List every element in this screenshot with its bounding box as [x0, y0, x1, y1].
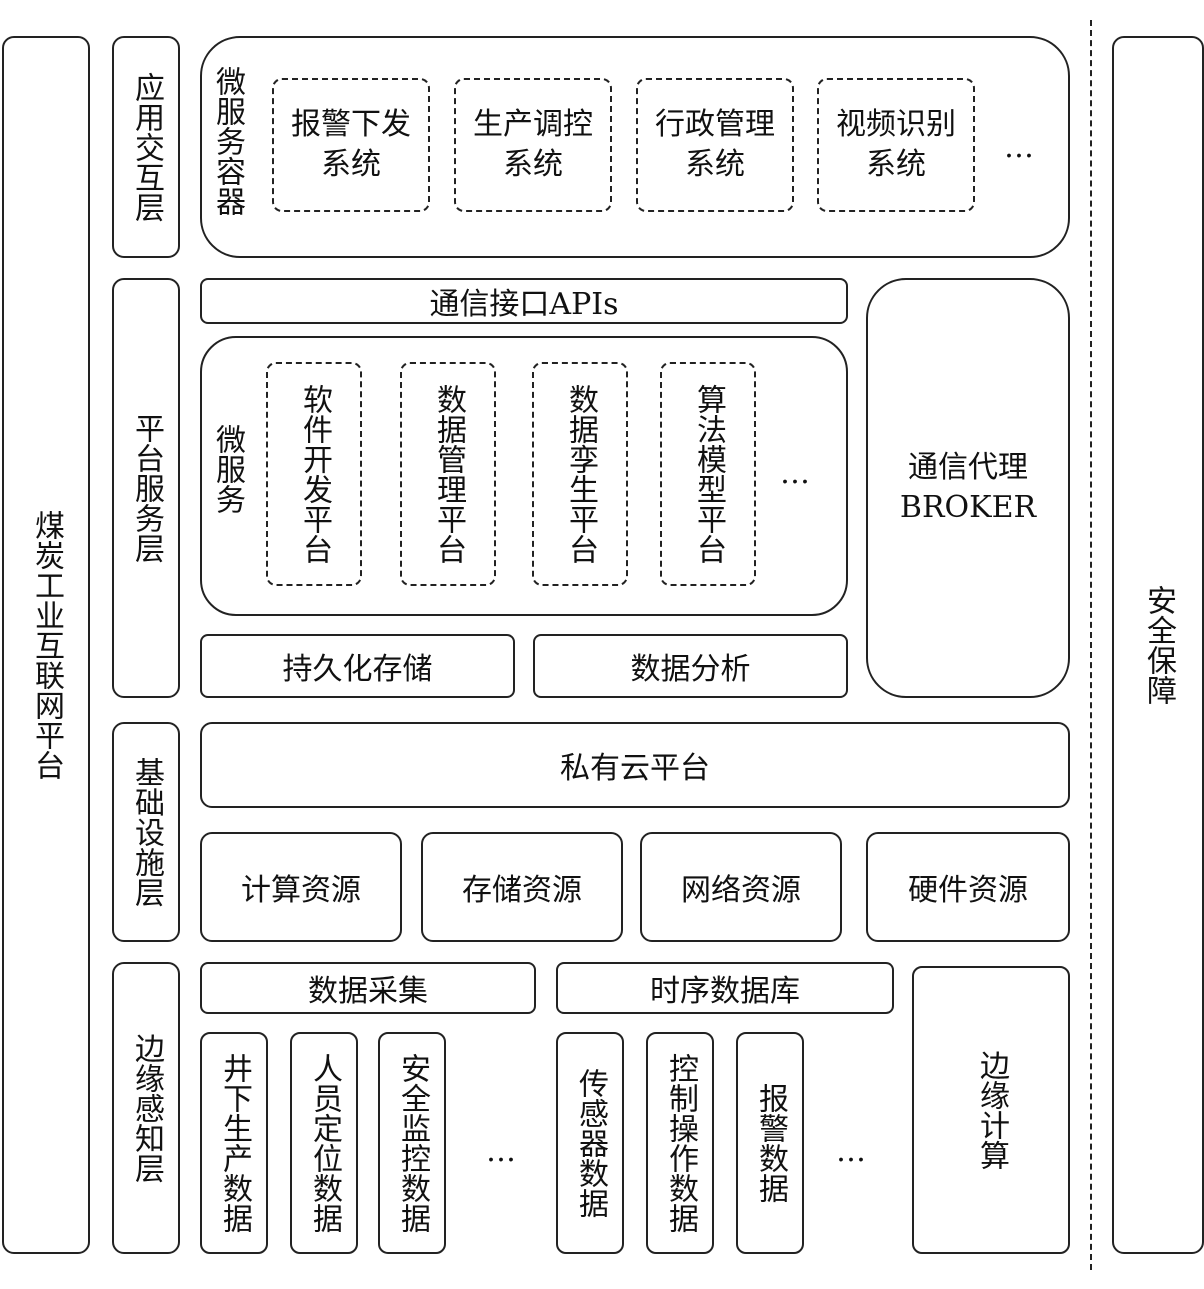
platform-label: 算法模型平台	[691, 384, 726, 564]
data-collection-box: 数据采集	[200, 962, 536, 1014]
app-system-video: 视频识别 系统	[817, 78, 975, 212]
resource-storage: 存储资源	[421, 832, 623, 942]
edge-ellipsis-1: …	[486, 1134, 517, 1169]
private-cloud-box: 私有云平台	[200, 722, 1070, 808]
edge-item-label: 安全监控数据	[395, 1053, 430, 1233]
app-system-line2: 系统	[685, 147, 745, 182]
edge-item-safety: 安全监控数据	[378, 1032, 446, 1254]
platform-software-dev: 软件开发平台	[266, 362, 362, 586]
resource-label: 网络资源	[681, 873, 801, 908]
api-label: 通信接口APIs	[429, 287, 619, 322]
api-box: 通信接口APIs	[200, 278, 848, 324]
platform-data-twin: 数据孪生平台	[532, 362, 628, 586]
security-column: 安全保障	[1112, 36, 1204, 1254]
platform-label: 软件开发平台	[297, 384, 332, 564]
tsdb-label: 时序数据库	[650, 974, 800, 1009]
layer-label-app: 应用交互层	[112, 36, 180, 258]
app-system-line1: 生产调控	[473, 107, 593, 142]
edge-compute-box: 边缘计算	[912, 966, 1070, 1254]
platform-label: 数据管理平台	[431, 384, 466, 564]
platform-ellipsis: …	[780, 456, 811, 491]
edge-item-sensor: 传感器数据	[556, 1032, 624, 1254]
resource-network: 网络资源	[640, 832, 842, 942]
edge-item-label: 井下生产数据	[217, 1053, 252, 1233]
edge-item-label: 人员定位数据	[307, 1053, 342, 1233]
resource-label: 计算资源	[241, 873, 361, 908]
layer-platform-text: 平台服务层	[129, 413, 164, 563]
platform-label: 数据孪生平台	[563, 384, 598, 564]
microservice-label: 微服务	[210, 424, 245, 514]
broker-line2: BROKER	[899, 490, 1037, 525]
app-system-admin: 行政管理 系统	[636, 78, 794, 212]
resource-label: 存储资源	[462, 873, 582, 908]
app-system-line2: 系统	[866, 147, 926, 182]
platform-data-mgmt: 数据管理平台	[400, 362, 496, 586]
broker-line1: 通信代理	[908, 450, 1028, 485]
app-system-alarm: 报警下发 系统	[272, 78, 430, 212]
layer-infra-text: 基础设施层	[129, 757, 164, 907]
layer-label-edge: 边缘感知层	[112, 962, 180, 1254]
layer-label-infra: 基础设施层	[112, 722, 180, 942]
broker-box: 通信代理 BROKER	[866, 278, 1070, 698]
app-ellipsis: …	[1004, 130, 1035, 165]
data-analysis-box: 数据分析	[533, 634, 848, 698]
app-system-line1: 行政管理	[655, 107, 775, 142]
app-system-line2: 系统	[503, 147, 563, 182]
left-platform-label: 煤炭工业互联网平台	[29, 510, 64, 780]
edge-ellipsis-2: …	[836, 1134, 867, 1169]
microservice-container-label: 微服务容器	[210, 66, 245, 216]
app-system-line2: 系统	[321, 147, 381, 182]
edge-item-alarm: 报警数据	[736, 1032, 804, 1254]
edge-compute-label: 边缘计算	[974, 1050, 1009, 1170]
persistent-storage-box: 持久化存储	[200, 634, 515, 698]
data-analysis-label: 数据分析	[630, 652, 751, 687]
edge-item-label: 控制操作数据	[663, 1053, 698, 1233]
security-label: 安全保障	[1141, 585, 1176, 705]
security-divider	[1090, 20, 1092, 1270]
app-system-line1: 报警下发	[291, 107, 411, 142]
layer-label-platform: 平台服务层	[112, 278, 180, 698]
data-collection-label: 数据采集	[308, 974, 428, 1009]
resource-hardware: 硬件资源	[866, 832, 1070, 942]
app-system-production: 生产调控 系统	[454, 78, 612, 212]
edge-item-control: 控制操作数据	[646, 1032, 714, 1254]
layer-app-text: 应用交互层	[129, 72, 164, 222]
platform-algorithm: 算法模型平台	[660, 362, 756, 586]
edge-item-production: 井下生产数据	[200, 1032, 268, 1254]
left-platform-column: 煤炭工业互联网平台	[2, 36, 90, 1254]
private-cloud-label: 私有云平台	[560, 751, 710, 786]
layer-edge-text: 边缘感知层	[129, 1033, 164, 1183]
app-system-line1: 视频识别	[836, 107, 956, 142]
edge-item-positioning: 人员定位数据	[290, 1032, 358, 1254]
persistent-storage-label: 持久化存储	[282, 652, 433, 687]
edge-item-label: 报警数据	[753, 1083, 788, 1203]
edge-item-label: 传感器数据	[573, 1068, 608, 1218]
resource-compute: 计算资源	[200, 832, 402, 942]
tsdb-box: 时序数据库	[556, 962, 894, 1014]
resource-label: 硬件资源	[908, 873, 1028, 908]
